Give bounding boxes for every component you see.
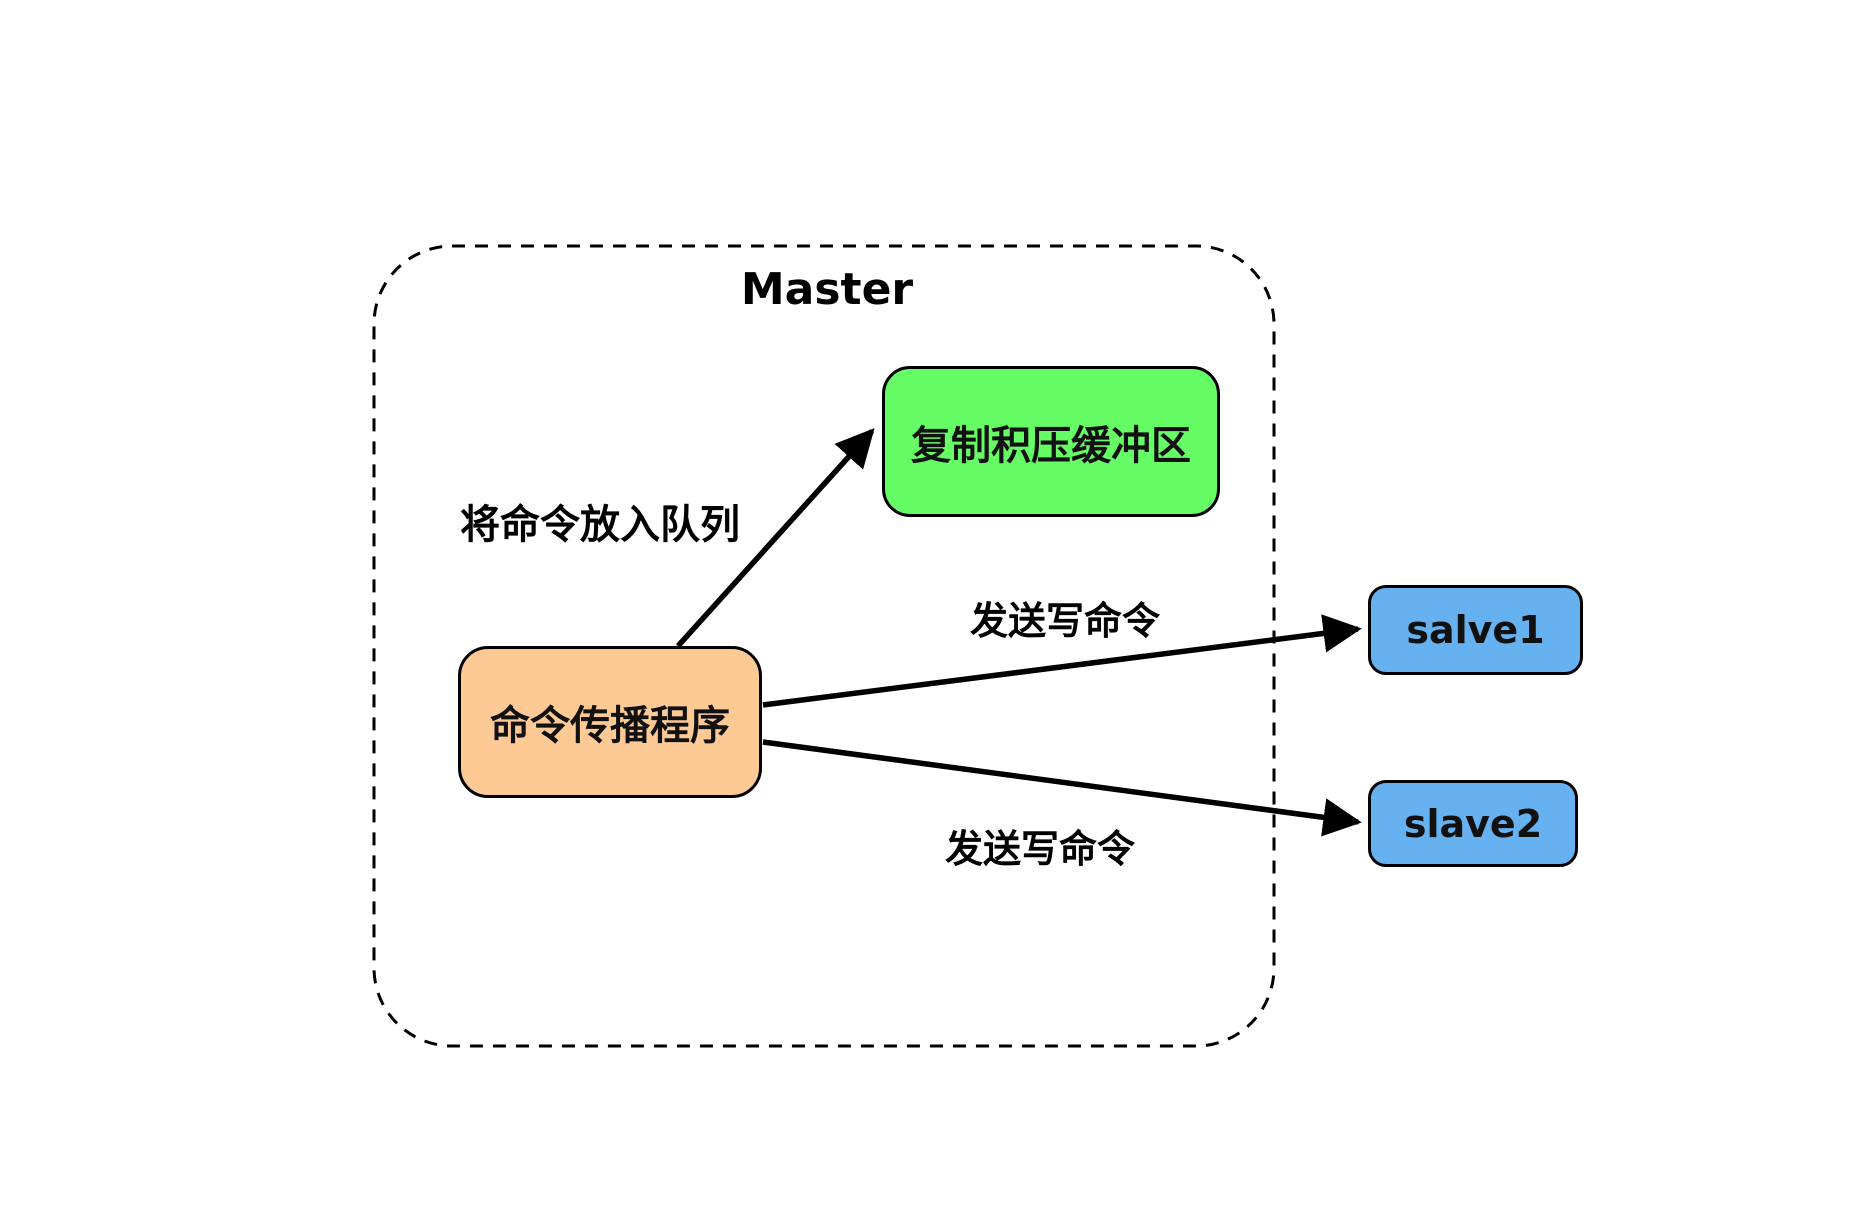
edge-label-send-write-command-1: 发送写命令 <box>969 599 1160 643</box>
arrow-propagator-to-slave2 <box>762 739 1362 837</box>
node-label: 命令传播程序 <box>490 703 730 749</box>
node-label: slave2 <box>1403 801 1543 846</box>
master-group-dashed-border <box>372 244 1276 1048</box>
node-command-propagator: 命令传播程序 <box>458 646 762 798</box>
node-label: salve1 <box>1406 608 1545 652</box>
arrow-propagator-to-salve1 <box>762 614 1362 708</box>
master-group-label: Master <box>740 264 914 315</box>
arrow-propagator-to-buffer <box>675 428 875 648</box>
edge-label-put-command-in-queue: 将命令放入队列 <box>460 502 740 548</box>
node-slave2: slave2 <box>1368 780 1578 867</box>
node-label: 复制积压缓冲区 <box>911 422 1191 469</box>
node-replication-backlog-buffer: 复制积压缓冲区 <box>882 366 1220 517</box>
edge-label-send-write-command-2: 发送写命令 <box>944 827 1135 871</box>
node-salve1: salve1 <box>1368 585 1583 675</box>
